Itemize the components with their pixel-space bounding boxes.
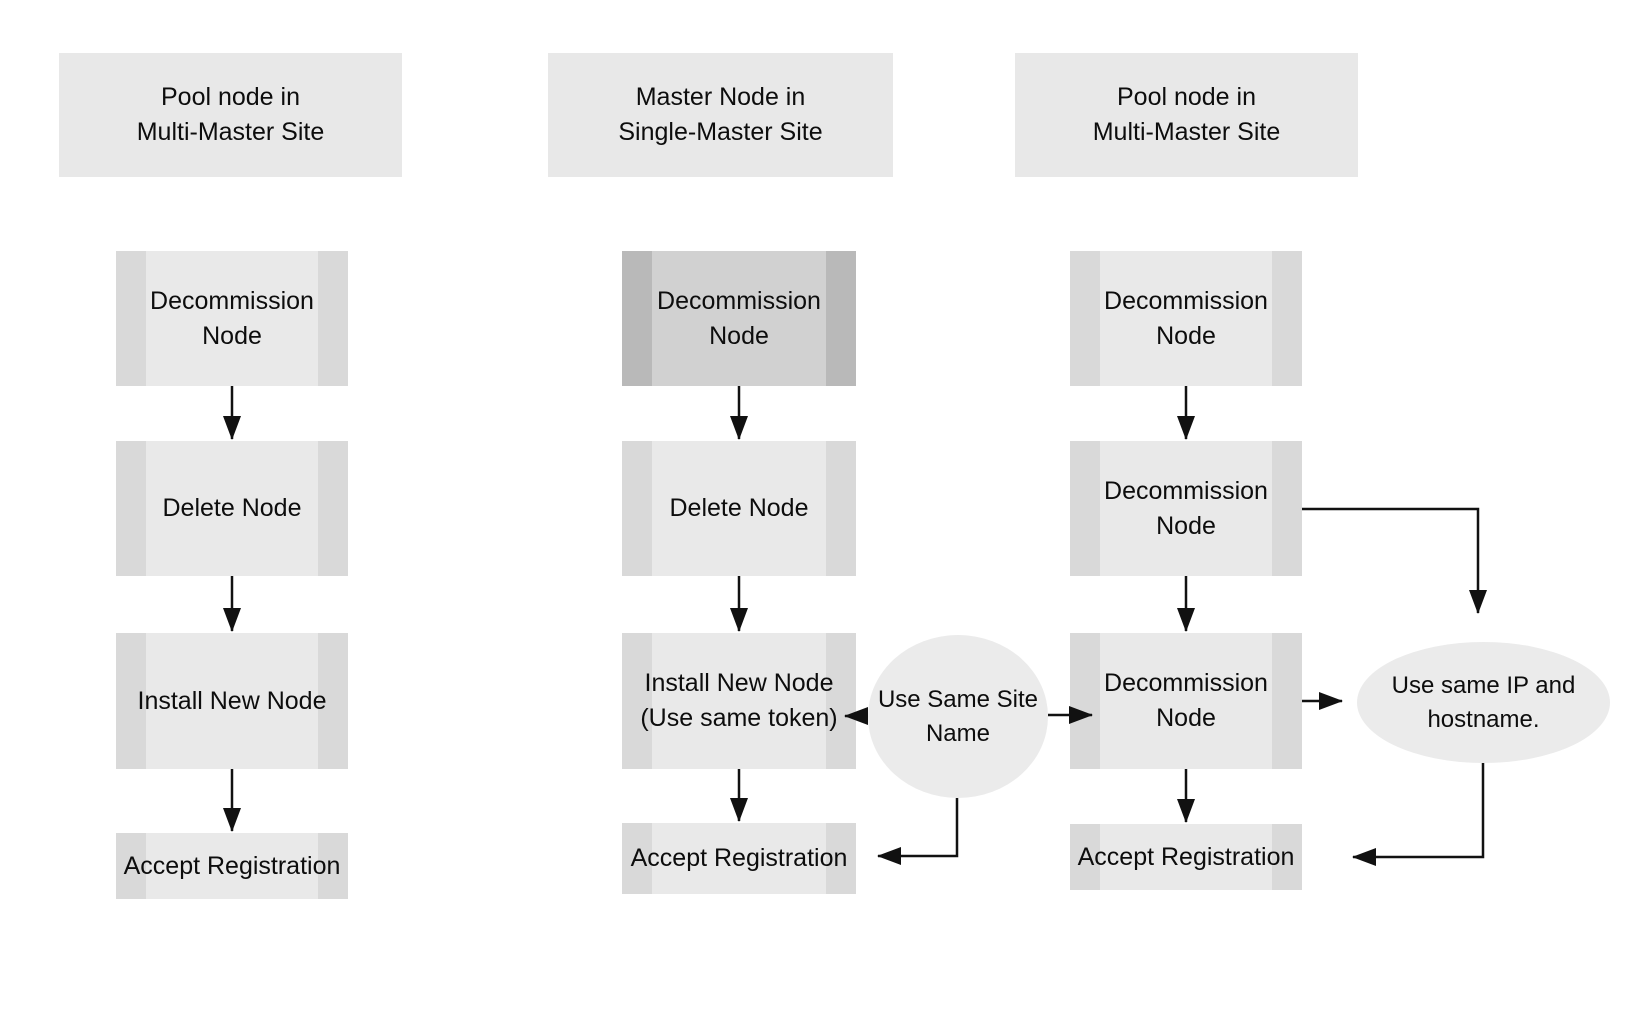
step-col2-install-new-node-same-token: Install New Node (Use same token) [622,633,856,769]
step-col1-install-new-node: Install New Node [116,633,348,769]
step-col3-decommission-node-3: Decommission Node [1070,633,1302,769]
note-circle-use-same-site-name: Use Same Site Name [868,635,1048,798]
arrow-circle-to-col2-accept [877,798,959,865]
step-col3-accept-registration: Accept Registration [1070,824,1302,890]
arrow-col3-step2-to-ellipse [1302,507,1487,614]
step-col1-accept-registration: Accept Registration [116,833,348,899]
step-col1-delete-node: Delete Node [116,441,348,576]
note-ellipse-use-same-ip-hostname: Use same IP and hostname. [1357,642,1610,763]
step-col2-accept-registration: Accept Registration [622,823,856,894]
column-header-master-singlemaster: Master Node in Single-Master Site [548,53,893,177]
step-col2-decommission-node: Decommission Node [622,251,856,386]
arrow-ellipse-to-col3-accept [1352,763,1485,866]
step-col2-delete-node: Delete Node [622,441,856,576]
column-header-pool-multimaster-right: Pool node in Multi-Master Site [1015,53,1358,177]
column-header-pool-multimaster-left: Pool node in Multi-Master Site [59,53,402,177]
step-col3-decommission-node-2: Decommission Node [1070,441,1302,576]
step-col1-decommission-node: Decommission Node [116,251,348,386]
step-col3-decommission-node-1: Decommission Node [1070,251,1302,386]
